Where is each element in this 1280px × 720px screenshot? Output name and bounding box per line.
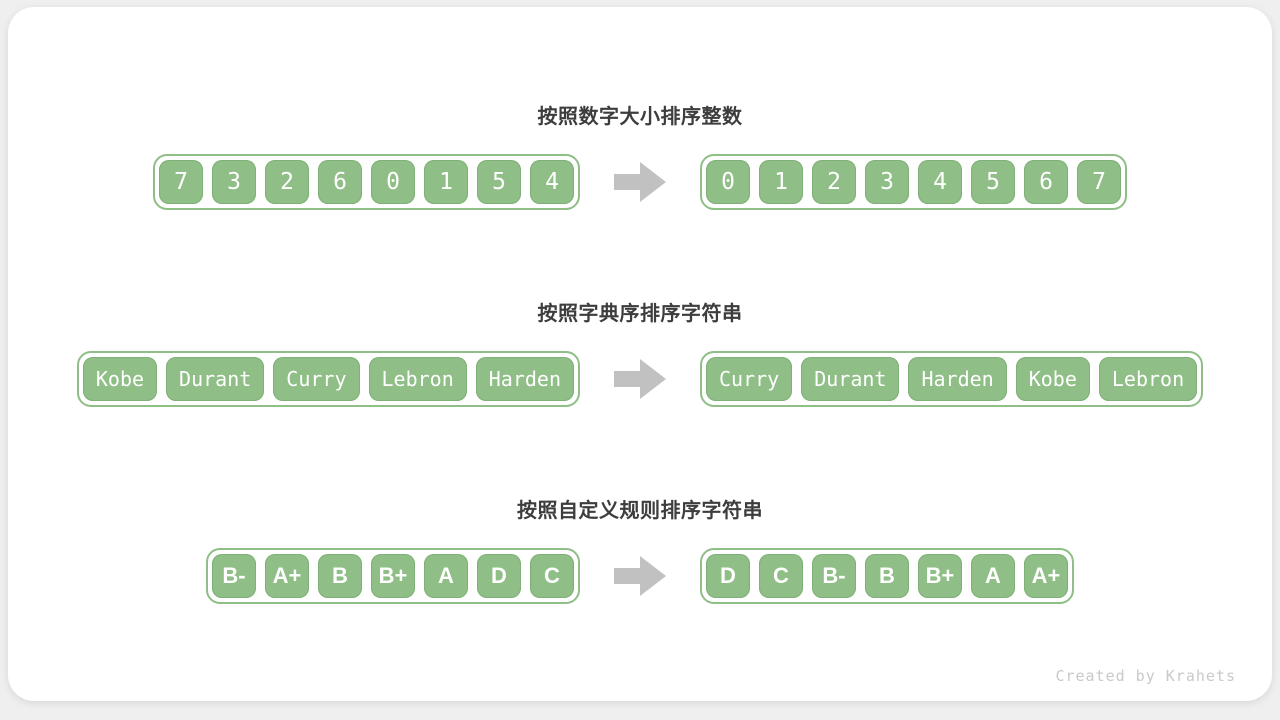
array-cell: 5	[971, 160, 1015, 204]
array-cell: 1	[759, 160, 803, 204]
array-cell: Harden	[475, 357, 574, 401]
array-cell: 1	[424, 160, 468, 204]
array-cell: Lebron	[368, 357, 467, 401]
array-cell: B+	[918, 554, 962, 598]
section-title: 按照数字大小排序整数	[537, 106, 743, 128]
array-cell: 0	[706, 160, 750, 204]
array-cell: A	[971, 554, 1015, 598]
array-cell: Kobe	[1015, 357, 1090, 401]
array-cell: Curry	[706, 357, 793, 401]
array-cell: A	[424, 554, 468, 598]
array-cell: 4	[530, 160, 574, 204]
array-cell: Durant	[801, 357, 900, 401]
watermark: Created by Krahets	[1055, 667, 1236, 685]
array-cell: B-	[812, 554, 856, 598]
array-cell: C	[759, 554, 803, 598]
array-cell: A+	[265, 554, 309, 598]
array-cell: A+	[1024, 554, 1068, 598]
array-cell: 6	[318, 160, 362, 204]
array-cell: Harden	[908, 357, 1007, 401]
array-cell: D	[706, 554, 750, 598]
array-cell: 6	[1024, 160, 1068, 204]
section-title: 按照字典序排序字符串	[537, 303, 743, 325]
array-cell: 0	[371, 160, 415, 204]
array-cell: B-	[212, 554, 256, 598]
array-cell: Durant	[166, 357, 265, 401]
array-cell: 2	[265, 160, 309, 204]
array-cell: 4	[918, 160, 962, 204]
array-cell: 7	[1077, 160, 1121, 204]
array-cell: B	[865, 554, 909, 598]
array-cell: Lebron	[1098, 357, 1198, 401]
array-cell: Kobe	[82, 357, 158, 401]
arrow-right-icon	[614, 359, 666, 399]
array-cell: B+	[371, 554, 415, 598]
array-cell: 3	[212, 160, 256, 204]
array-cell: 5	[477, 160, 521, 204]
array-cell: D	[477, 554, 521, 598]
arrow-right-icon	[614, 556, 666, 596]
section-title: 按照自定义规则排序字符串	[517, 500, 763, 522]
arrow-right-icon	[614, 162, 666, 202]
array-cell: B	[318, 554, 362, 598]
array-cell: C	[530, 554, 574, 598]
array-cell: 7	[159, 160, 203, 204]
array-cell: 2	[812, 160, 856, 204]
array-cell: 3	[865, 160, 909, 204]
array-cell: Curry	[273, 357, 360, 401]
